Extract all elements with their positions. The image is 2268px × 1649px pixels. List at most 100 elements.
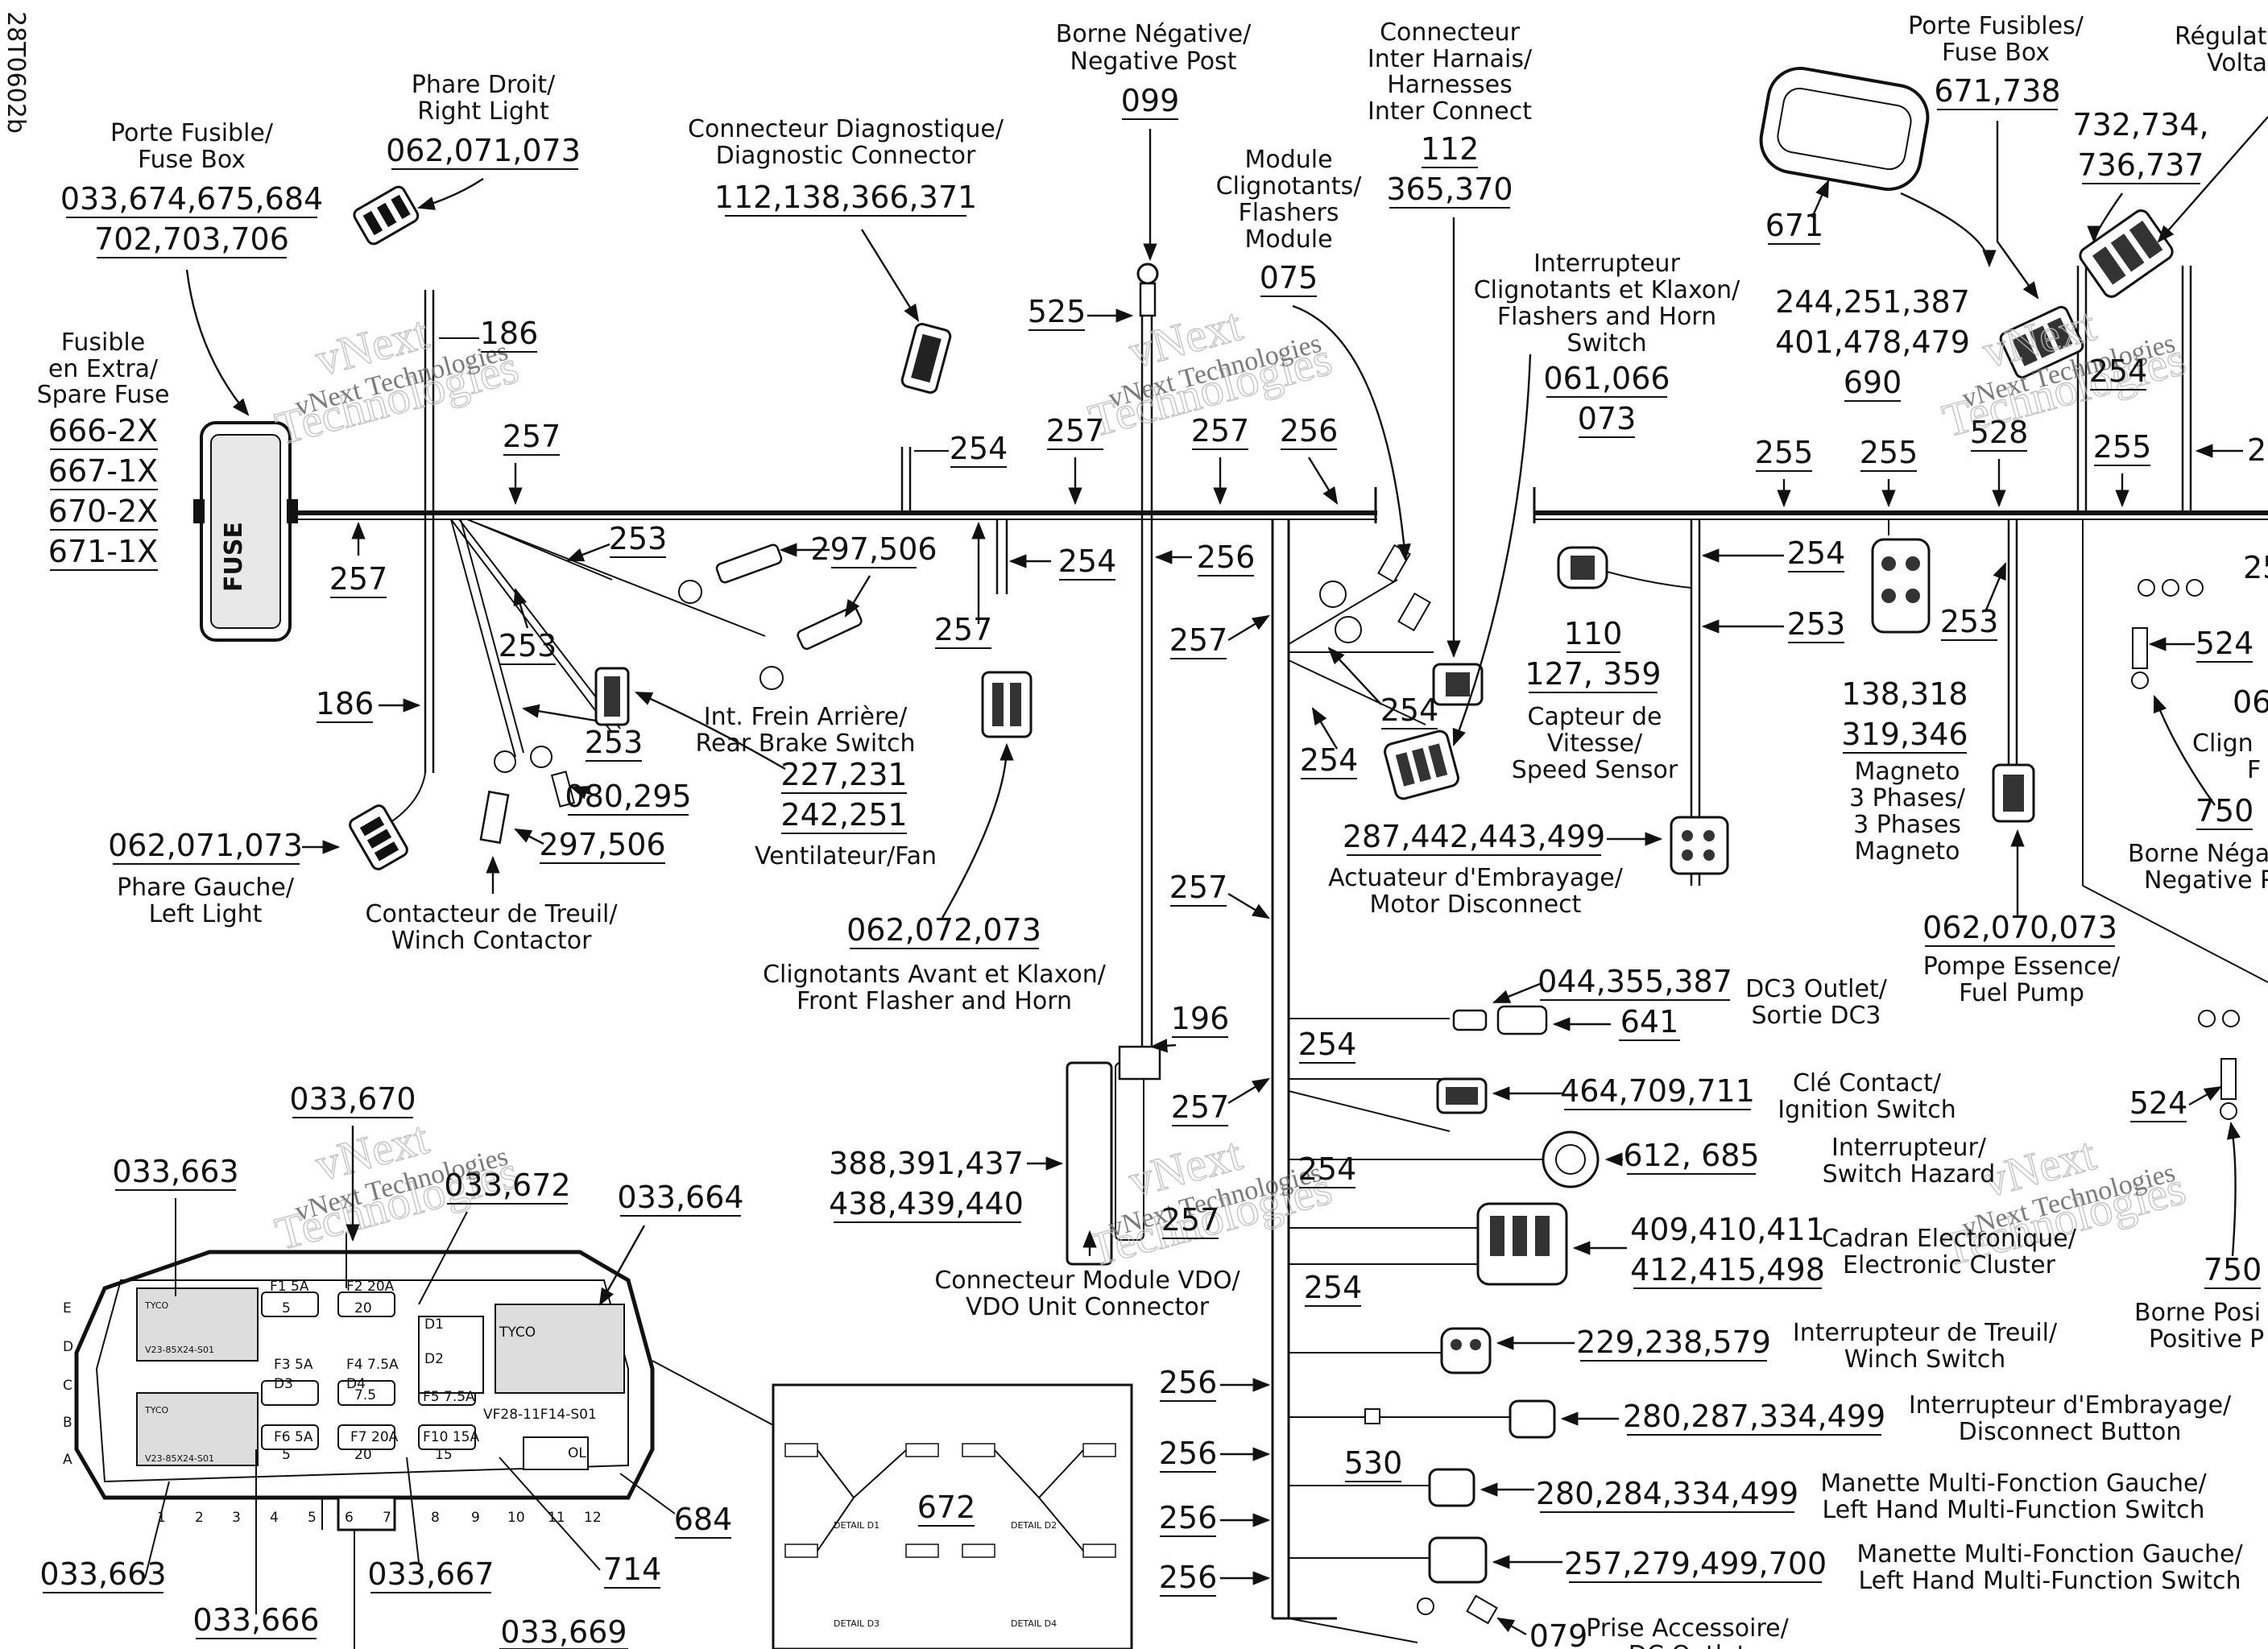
svg-text:186: 186 (316, 686, 375, 721)
svg-text:062,071,073: 062,071,073 (386, 133, 581, 168)
svg-text:F: F (2247, 756, 2261, 784)
main-harness (290, 266, 2268, 1643)
svg-text:254: 254 (2089, 353, 2148, 389)
svg-text:244,251,387: 244,251,387 (1775, 284, 1970, 320)
svg-text:525: 525 (1028, 294, 1086, 329)
svg-text:A: A (63, 1452, 72, 1468)
svg-text:Electronic Cluster: Electronic Cluster (1843, 1251, 2056, 1279)
dc3-connector-icon (1452, 1005, 1548, 1035)
svg-text:257,279,499,700: 257,279,499,700 (1564, 1546, 1827, 1581)
svg-text:Module: Module (1244, 146, 1332, 174)
svg-text:138,318: 138,318 (1841, 676, 1968, 712)
svg-text:280,287,334,499: 280,287,334,499 (1623, 1399, 1885, 1434)
svg-text:FUSE: FUSE (220, 522, 248, 592)
svg-text:Interrupteur: Interrupteur (1533, 250, 1681, 278)
svg-text:F5 7.5A: F5 7.5A (423, 1389, 475, 1405)
svg-text:Clign: Clign (2192, 729, 2254, 758)
label-magneto: 138,318 319,346 Magneto 3 Phases/ 3 Phas… (1841, 519, 1968, 866)
label-hazard-switch: 612, 685 Interrupteur/ Switch Hazard (1604, 1134, 1995, 1188)
svg-text:714: 714 (603, 1552, 662, 1587)
svg-text:3: 3 (232, 1510, 241, 1526)
winch-switch-connector-icon (1440, 1327, 1492, 1374)
svg-text:D: D (63, 1339, 73, 1355)
svg-text:253: 253 (585, 725, 644, 760)
label-flasher-horn-switch: Interrupteur Clignotants et Klaxon/ Flas… (1452, 250, 1740, 747)
hazard-switch-icon (1542, 1130, 1600, 1188)
svg-text:528: 528 (1970, 415, 2029, 450)
svg-text:033,663: 033,663 (39, 1556, 166, 1592)
front-flasher-connector-icon (981, 671, 1033, 738)
svg-text:401,478,479: 401,478,479 (1775, 324, 1970, 360)
svg-text:750: 750 (2196, 793, 2254, 829)
svg-text:256: 256 (1159, 1500, 1218, 1535)
svg-text:7: 7 (383, 1510, 391, 1526)
svg-text:Pompe Essence/: Pompe Essence/ (1923, 953, 2121, 981)
svg-text:079: 079 (1529, 1618, 1588, 1649)
fuse-relay-panel: 1 2 3 4 5 6 7 8 9 10 11 12 E D C B A F3 … (63, 1232, 655, 1649)
label-speed-sensor: 110 127, 359 Capteur de Vitesse/ Speed S… (1512, 571, 1692, 784)
svg-text:297,506: 297,506 (539, 827, 665, 862)
label-mf-switch-left-2: 257,279,499,700 Manette Multi-Fonction G… (1492, 1540, 2243, 1595)
svg-text:388,391,437: 388,391,437 (829, 1146, 1024, 1181)
svg-text:257: 257 (503, 419, 561, 454)
svg-text:DETAIL D2: DETAIL D2 (1011, 1520, 1057, 1531)
svg-text:061,066: 061,066 (1543, 361, 1670, 396)
svg-text:F6 5A: F6 5A (274, 1429, 313, 1445)
svg-text:Connecteur Module VDO/: Connecteur Module VDO/ (934, 1267, 1240, 1295)
svg-text:F7 20A: F7 20A (350, 1429, 399, 1445)
svg-text:Connecteur Diagnostique/: Connecteur Diagnostique/ (688, 115, 1004, 143)
svg-text:Régulat: Régulat (2175, 23, 2267, 51)
svg-text:253: 253 (609, 521, 668, 556)
svg-text:033,663: 033,663 (112, 1154, 238, 1189)
svg-text:Int. Frein Arrière/: Int. Frein Arrière/ (704, 703, 908, 731)
svg-text:Inter Connect: Inter Connect (1368, 97, 1532, 126)
svg-text:297,506: 297,506 (810, 531, 937, 567)
svg-text:Disconnect Button: Disconnect Button (1959, 1418, 2182, 1446)
ignition-switch-connector-icon (1436, 1077, 1488, 1114)
mf-switch-left-connector-icon (1428, 1468, 1488, 1584)
svg-text:280,284,334,499: 280,284,334,499 (1536, 1476, 1798, 1511)
diode-detail-box: DETAIL D1 DETAIL D2 DETAIL D3 DETAIL D4 (652, 1360, 1133, 1649)
svg-text:E: E (63, 1300, 72, 1316)
svg-text:Negative Post: Negative Post (1070, 48, 1237, 76)
svg-text:C: C (63, 1378, 72, 1394)
svg-text:D1: D1 (424, 1316, 444, 1333)
right-light-connector-icon (353, 185, 420, 246)
svg-text:D2: D2 (424, 1351, 444, 1367)
svg-text:OL: OL (568, 1445, 586, 1461)
svg-text:257: 257 (934, 612, 993, 647)
svg-text:033,670: 033,670 (289, 1081, 416, 1117)
svg-text:Manette Multi-Fonction Gauche/: Manette Multi-Fonction Gauche/ (1820, 1469, 2207, 1498)
svg-text:Connecteur: Connecteur (1380, 19, 1521, 47)
svg-text:254: 254 (1300, 742, 1359, 778)
wire-number-labels: 186 257 257 253 253 253 186 254 257 525 … (316, 294, 2268, 1597)
svg-text:255: 255 (2247, 432, 2268, 468)
svg-text:033,669: 033,669 (500, 1614, 627, 1649)
svg-text:DC Outlet: DC Outlet (1629, 1641, 1747, 1649)
svg-text:Fusible: Fusible (61, 329, 145, 357)
label-negative-post: Borne Négative/ Negative Post 099 (1056, 20, 1252, 262)
fuse-panel-row-labels: E D C B A (63, 1300, 73, 1468)
svg-text:Left Light: Left Light (149, 900, 263, 928)
disconnect-button-connector-icon (1364, 1399, 1556, 1439)
svg-text:06: 06 (2233, 684, 2268, 720)
svg-text:Negative P: Negative P (2144, 866, 2268, 895)
svg-text:12: 12 (584, 1510, 602, 1526)
flashers-module-icon (1319, 543, 1431, 643)
svg-text:B: B (63, 1415, 72, 1431)
svg-text:10: 10 (507, 1510, 525, 1526)
svg-text:110: 110 (1564, 616, 1623, 651)
fuse-panel-column-labels: 1 2 3 4 5 6 7 8 9 10 11 12 (157, 1510, 602, 1526)
regulator-connector-icon (1999, 209, 2174, 379)
fan-connector-icon (594, 667, 630, 726)
svg-text:242,251: 242,251 (780, 797, 907, 833)
svg-text:671-1X: 671-1X (48, 534, 158, 569)
winch-contactor-icon (479, 746, 576, 845)
svg-text:Clignotants/: Clignotants/ (1216, 172, 1363, 200)
svg-text:20: 20 (354, 1447, 372, 1463)
svg-text:6: 6 (345, 1510, 354, 1526)
svg-text:3 Phases: 3 Phases (1853, 811, 1961, 839)
svg-text:8: 8 (431, 1510, 440, 1526)
fuse-box-right-icon (1759, 66, 1930, 192)
